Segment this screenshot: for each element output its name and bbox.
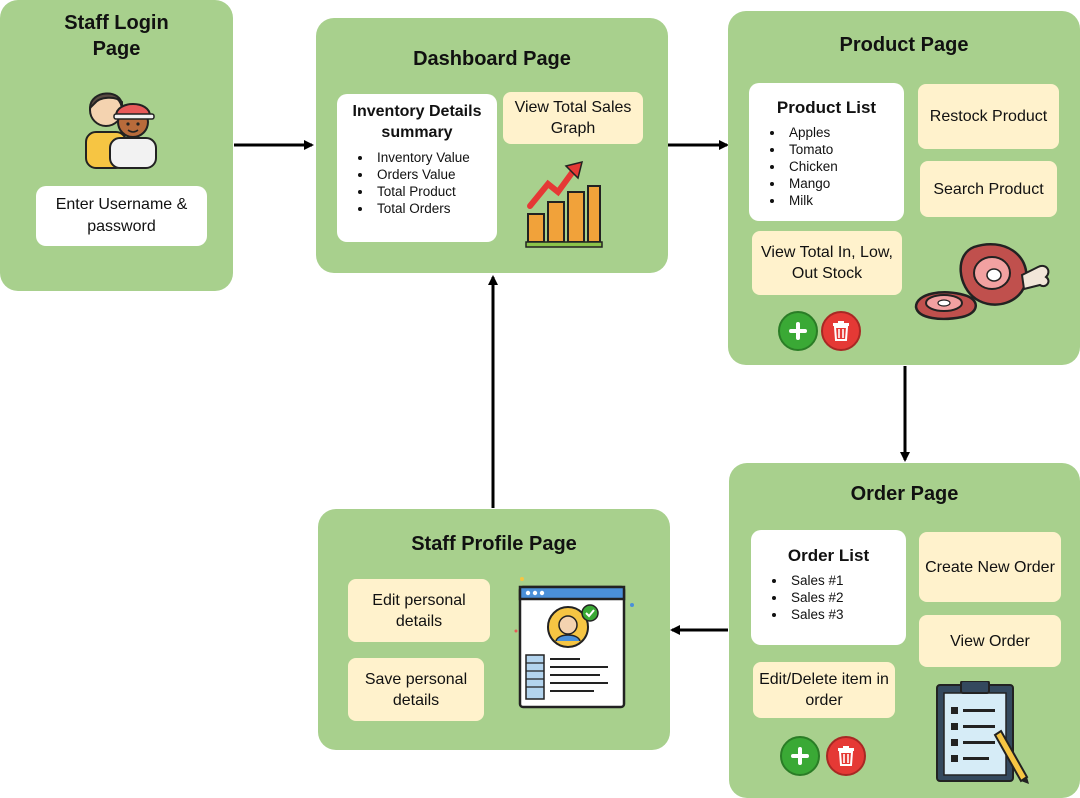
delete-order-item-button[interactable]	[826, 736, 866, 776]
title-line-1: Staff Login	[64, 12, 169, 34]
inventory-summary-list: Inventory Value Orders Value Total Produ…	[337, 149, 497, 217]
clipboard-checklist-icon	[936, 681, 1029, 784]
meat-ham-icon	[914, 242, 1050, 321]
username-password-label: Enter Username & password	[55, 196, 188, 235]
product-list: Apples Tomato Chicken Mango Milk	[749, 124, 904, 209]
list-item: Total Product	[373, 183, 497, 200]
list-item: Chicken	[785, 158, 904, 175]
dashboard-page: Dashboard Page Inventory Details summary…	[316, 18, 668, 273]
list-item: Inventory Value	[373, 149, 497, 166]
add-order-item-button[interactable]	[780, 736, 820, 776]
staff-users-icon	[85, 92, 157, 169]
staff-profile-page: Staff Profile Page Edit personal details…	[318, 509, 670, 750]
page-title: Order Page	[850, 483, 959, 505]
plus-icon	[789, 322, 807, 340]
order-list-title: Order List	[787, 546, 870, 565]
create-order-button[interactable]: Create New Order	[919, 532, 1061, 602]
order-page: Order Page Order List Sales #1 Sales #2 …	[729, 463, 1080, 798]
plus-icon	[791, 747, 809, 765]
username-password-field[interactable]: Enter Username & password	[36, 186, 207, 246]
page-title: Staff Profile Page	[411, 533, 577, 555]
list-item: Sales #2	[787, 589, 906, 606]
product-list-box: Product List Apples Tomato Chicken Mango…	[749, 83, 904, 221]
order-list: Sales #1 Sales #2 Sales #3	[751, 572, 906, 623]
list-item: Total Orders	[373, 200, 497, 217]
user-profile-window-icon	[514, 577, 634, 709]
view-order-label: View Order	[950, 632, 1030, 650]
page-title: Dashboard Page	[413, 48, 571, 70]
list-item: Tomato	[785, 141, 904, 158]
search-product-button[interactable]: Search Product	[920, 161, 1057, 217]
list-item: Mango	[785, 175, 904, 192]
inventory-summary-box: Inventory Details summary Inventory Valu…	[337, 94, 497, 242]
page-title: Product Page	[839, 34, 969, 56]
edit-delete-item-button[interactable]: Edit/Delete item in order	[753, 662, 895, 718]
add-product-button[interactable]	[778, 311, 818, 351]
save-personal-details-label: Save personal details	[364, 670, 468, 709]
create-order-label: Create New Order	[925, 558, 1055, 576]
save-personal-details-button[interactable]: Save personal details	[348, 658, 484, 721]
view-sales-graph-button[interactable]: View Total Sales Graph	[503, 92, 643, 144]
view-stock-label: View Total In, Low, Out Stock	[761, 244, 893, 282]
view-order-button[interactable]: View Order	[919, 615, 1061, 667]
restock-product-label: Restock Product	[929, 108, 1048, 125]
list-item: Sales #1	[787, 572, 906, 589]
trash-icon	[838, 746, 854, 766]
summary-title-line-1: Inventory Details	[352, 103, 482, 120]
product-page: Product Page Product List Apples Tomato …	[728, 11, 1080, 365]
bar-chart-growth-icon	[525, 160, 603, 248]
page-title: Staff Login Page	[0, 10, 233, 62]
staff-login-page: Staff Login Page Enter Username & passwo…	[0, 0, 233, 291]
restock-product-button[interactable]: Restock Product	[918, 84, 1059, 149]
list-item: Orders Value	[373, 166, 497, 183]
edit-personal-details-label: Edit personal details	[372, 591, 466, 630]
title-line-2: Page	[92, 38, 141, 60]
view-stock-button[interactable]: View Total In, Low, Out Stock	[752, 231, 902, 295]
view-sales-graph-label: View Total Sales Graph	[514, 99, 632, 137]
search-product-label: Search Product	[933, 180, 1044, 198]
order-list-box: Order List Sales #1 Sales #2 Sales #3	[751, 530, 906, 645]
list-item: Milk	[785, 192, 904, 209]
edit-delete-item-label: Edit/Delete item in order	[759, 671, 889, 709]
inventory-summary-title: Inventory Details summary	[337, 101, 497, 143]
edit-personal-details-button[interactable]: Edit personal details	[348, 579, 490, 642]
list-item: Apples	[785, 124, 904, 141]
trash-icon	[833, 321, 849, 341]
delete-product-button[interactable]	[821, 311, 861, 351]
summary-title-line-2: summary	[381, 124, 453, 141]
list-item: Sales #3	[787, 606, 906, 623]
product-list-title: Product List	[776, 98, 877, 117]
